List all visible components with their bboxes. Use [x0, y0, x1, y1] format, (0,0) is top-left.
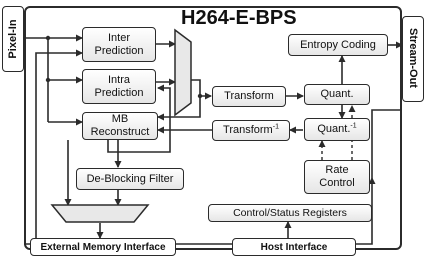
- quant-block: Quant.: [304, 84, 370, 105]
- deblocking-filter-block: De-Blocking Filter: [76, 168, 184, 190]
- pixel-in-port: [2, 6, 24, 72]
- inverse-quant-exponent: -1: [350, 122, 357, 130]
- pixel-in-label: Pixel-In: [7, 19, 19, 59]
- mb-to-intra-feedback-line: [107, 84, 171, 153]
- mux-to-mb-line: [157, 96, 201, 121]
- host-to-stream-out-line: [371, 109, 402, 178]
- prediction-mux: [174, 28, 192, 117]
- stream-out-label: Stream-Out: [407, 28, 419, 88]
- external-memory-interface: External Memory Interface: [30, 238, 176, 256]
- inverse-transform-block: Transform-1: [212, 120, 290, 141]
- junction-dot: [45, 77, 51, 83]
- entropy-coding-block: Entropy Coding: [288, 34, 388, 56]
- junction-dot: [197, 93, 203, 99]
- inverse-transform-exponent: -1: [272, 123, 279, 131]
- junction-dot: [45, 35, 51, 41]
- output-mux: [50, 204, 150, 223]
- inverse-quant-block: Quant.-1: [304, 118, 370, 141]
- stream-out-port: [402, 16, 424, 102]
- memory-to-inter-line: [35, 49, 83, 240]
- diagram-title: H264-E-BPS: [181, 7, 297, 29]
- host-to-rate-line: [356, 177, 376, 245]
- host-interface: Host Interface: [232, 238, 356, 256]
- mux-to-transform-line: [191, 79, 212, 100]
- transform-block: Transform: [212, 86, 286, 107]
- control-status-registers-block: Control/Status Registers: [208, 204, 372, 222]
